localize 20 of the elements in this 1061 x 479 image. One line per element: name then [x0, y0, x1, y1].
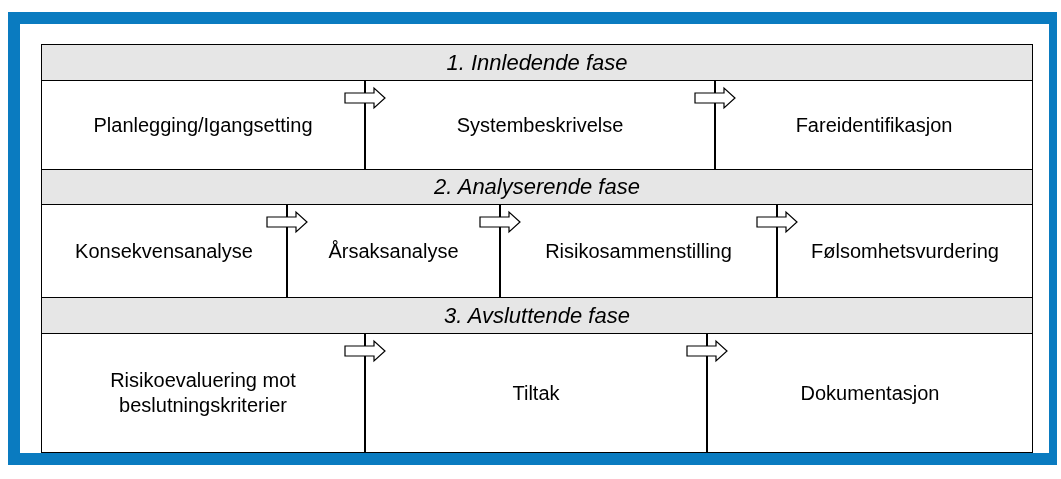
block-arrow	[756, 210, 798, 234]
process-cell: Årsaksanalyse	[287, 204, 500, 298]
block-arrow	[479, 210, 521, 234]
process-cell: Risikoevaluering mot beslutningskriterier	[41, 333, 365, 453]
block-arrow	[344, 339, 386, 363]
process-cell: Fareidentifikasjon	[715, 80, 1033, 170]
block-arrow	[344, 86, 386, 110]
process-cell: Dokumentasjon	[707, 333, 1033, 453]
block-arrow	[694, 86, 736, 110]
phase-header: 3. Avsluttende fase	[41, 297, 1033, 334]
process-cell: Tiltak	[365, 333, 707, 453]
process-cell: Følsomhetsvurdering	[777, 204, 1033, 298]
process-cell: Systembeskrivelse	[365, 80, 715, 170]
block-arrow	[686, 339, 728, 363]
phase-header: 2. Analyserende fase	[41, 169, 1033, 205]
process-cell: Risikosammenstilling	[500, 204, 777, 298]
block-arrow	[266, 210, 308, 234]
process-cell: Planlegging/Igangsetting	[41, 80, 365, 170]
phase-header: 1. Innledende fase	[41, 44, 1033, 81]
process-cell: Konsekvensanalyse	[41, 204, 287, 298]
